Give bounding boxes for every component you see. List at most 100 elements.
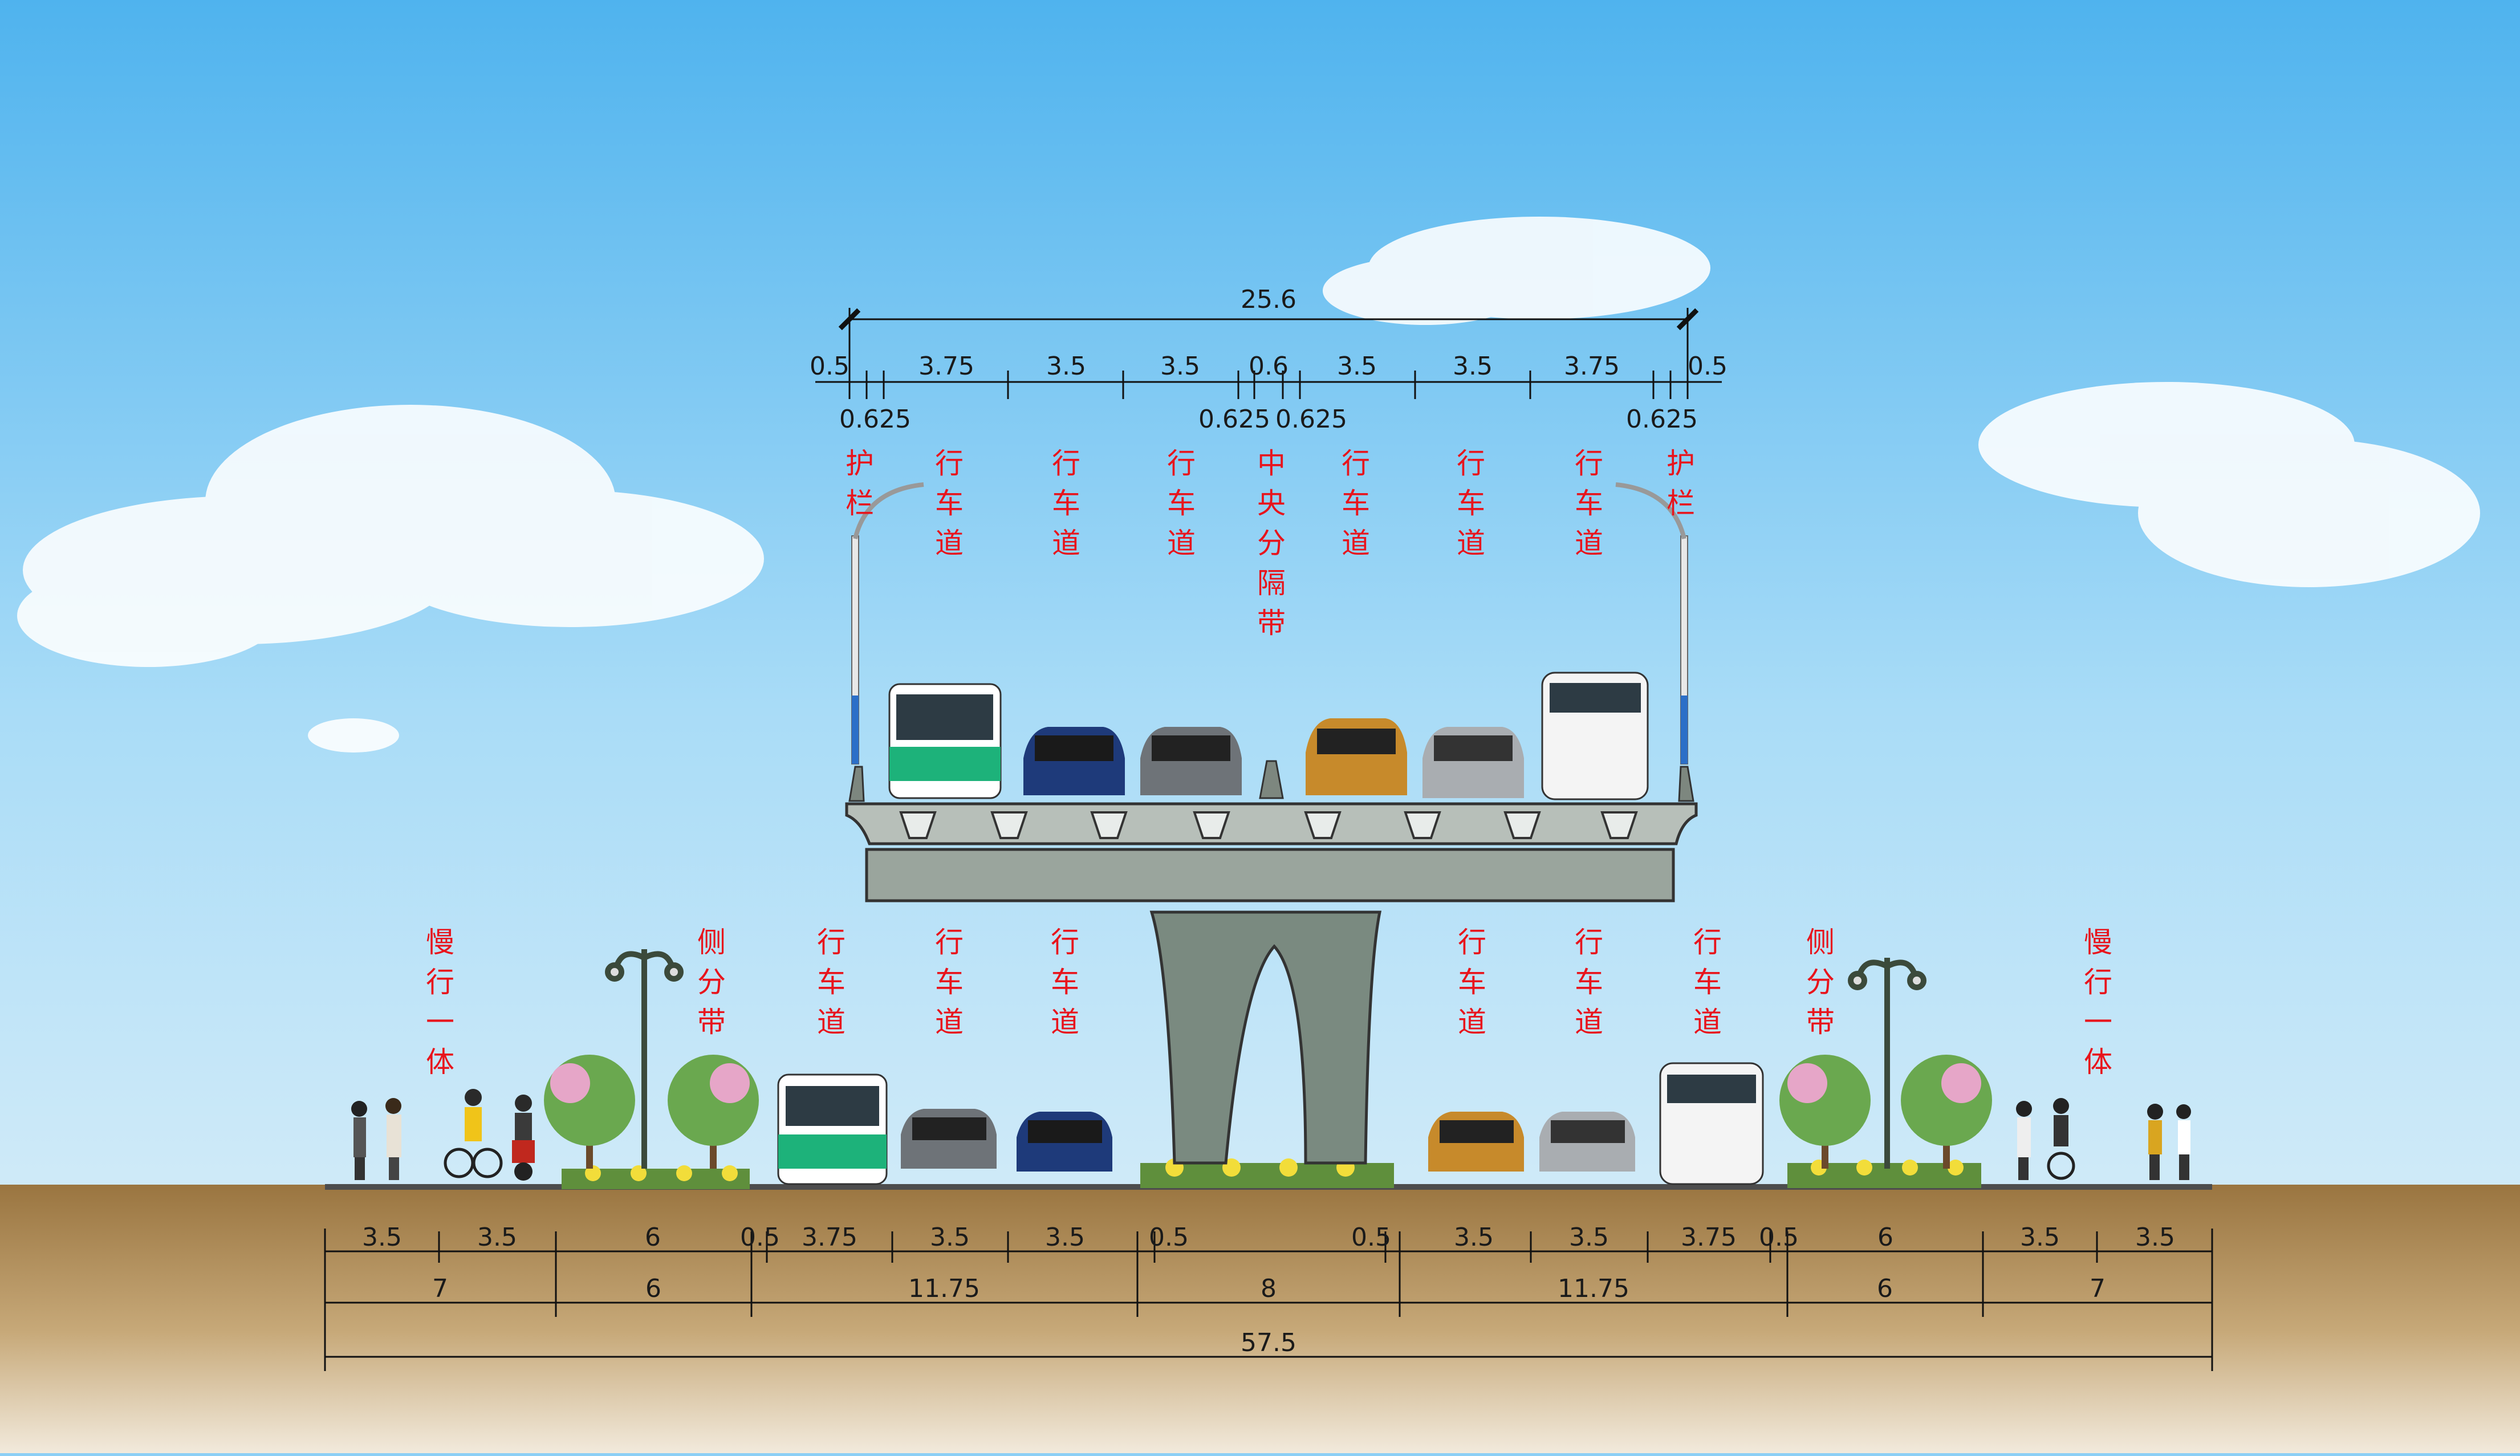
label-char: 行 (1342, 447, 1370, 480)
label-lane-upper-1: 行车道 (935, 447, 964, 560)
label-char: 道 (1342, 527, 1370, 560)
label-char: 侧 (1806, 926, 1835, 959)
label-char: 栏 (846, 487, 874, 520)
label-lane-upper-6: 行车道 (1575, 447, 1603, 560)
car-gold-icon (1306, 718, 1407, 795)
bridge-deck-beam (865, 848, 1675, 902)
dim-left-edge: 0.5 (810, 352, 850, 381)
label-side-divider-right: 侧分带 (1806, 926, 1835, 1039)
upper-dims-top: 0.5 3.75 3.5 3.5 0.6 3.5 3.5 3.75 0.5 (810, 352, 1728, 381)
label-char: 体 (426, 1046, 454, 1079)
dim-g4: 0.5 (740, 1223, 780, 1252)
label-side-divider-left: 侧分带 (697, 926, 726, 1039)
car-silver-icon (901, 1109, 997, 1169)
dim-lane-35-d: 3.5 (1453, 352, 1493, 381)
label-char: 车 (1342, 487, 1370, 520)
dim-r2-6: 6 (1877, 1274, 1893, 1303)
label-char: 车 (1575, 487, 1603, 520)
label-lane-upper-5: 行车道 (1457, 447, 1485, 560)
dim-g12: 3.75 (1681, 1223, 1737, 1252)
pedestrian-icon (2016, 1101, 2032, 1180)
label-lane-ground-2: 行车道 (935, 926, 964, 1039)
label-char: 道 (817, 1006, 846, 1039)
label-slow-left: 慢行一体 (426, 926, 454, 1079)
dim-g10: 3.5 (1454, 1223, 1494, 1252)
scooter-rider-icon (512, 1095, 535, 1181)
guardrail-right (1678, 766, 1694, 802)
ground-dims-row1: 3.5 3.5 6 0.5 3.75 3.5 3.5 0.5 0.5 3.5 3… (362, 1223, 2175, 1252)
dim-r2-5: 11.75 (1558, 1274, 1629, 1303)
dim-lane-35-a: 3.5 (1046, 352, 1086, 381)
dim-g6: 3.5 (930, 1223, 970, 1252)
car-blue-icon (1017, 1112, 1112, 1172)
dim-g2: 3.5 (477, 1223, 517, 1252)
side-divider-left (562, 1165, 750, 1189)
label-char: 道 (1693, 1006, 1722, 1039)
label-char: 道 (1051, 1006, 1079, 1039)
central-median-strip (1140, 1158, 1394, 1188)
cyclist-icon (2047, 1098, 2075, 1180)
dim-g8: 0.5 (1149, 1223, 1189, 1252)
dim-r2-1: 7 (432, 1274, 448, 1303)
upper-dims-bottom: 0.625 0.625 0.625 0.625 (839, 405, 1698, 434)
street-lamp-icon (851, 482, 924, 764)
label-char: 分 (697, 966, 726, 999)
label-char: 行 (2084, 966, 2112, 999)
label-char: 行 (817, 926, 846, 959)
dim-median: 0.6 (1249, 352, 1289, 381)
pedestrian-icon (2147, 1104, 2191, 1180)
ground-dims-row2: 7 6 11.75 8 11.75 6 7 (432, 1274, 2106, 1303)
dim-g11: 3.5 (1569, 1223, 1609, 1252)
dim-right-edge: 0.5 (1688, 352, 1728, 381)
label-char: 道 (1457, 527, 1485, 560)
dim-g7: 3.5 (1045, 1223, 1085, 1252)
label-char: 行 (1575, 447, 1603, 480)
label-char: 道 (1575, 1006, 1603, 1039)
label-char: 护 (1667, 447, 1695, 480)
tree-icon (668, 1055, 759, 1169)
label-char: 体 (2084, 1046, 2112, 1079)
ground-dimensions (324, 1229, 2213, 1371)
tree-icon (544, 1055, 635, 1169)
bridge-deck-slab (845, 802, 1698, 845)
label-char: 车 (1052, 487, 1080, 520)
ground-total-width: 57.5 (1241, 1328, 1296, 1357)
label-char: 隔 (1257, 567, 1286, 600)
label-char: 车 (1693, 966, 1722, 999)
label-lane-ground-4: 行车道 (1458, 926, 1486, 1039)
label-char: 车 (1051, 966, 1079, 999)
label-char: 一 (426, 1006, 454, 1039)
cyclist-icon (444, 1089, 503, 1178)
dim-g16: 3.5 (2135, 1223, 2175, 1252)
label-char: 栏 (1667, 487, 1695, 520)
label-slow-right: 慢行一体 (2084, 926, 2112, 1079)
dim-left-guard: 0.625 (839, 405, 911, 434)
label-char: 行 (1575, 926, 1603, 959)
label-char: 道 (1052, 527, 1080, 560)
car-silver-icon (1140, 727, 1242, 795)
bus-green-icon (888, 683, 1002, 799)
clouds (17, 217, 2480, 753)
street-lamp-icon (1848, 958, 1926, 1169)
label-lane-ground-1: 行车道 (817, 926, 846, 1039)
dim-lane-35-c: 3.5 (1337, 352, 1377, 381)
label-lane-ground-5: 行车道 (1575, 926, 1603, 1039)
dim-g13: 0.5 (1759, 1223, 1799, 1252)
upper-total-width: 25.6 (1241, 285, 1296, 314)
car-blue-icon (1023, 727, 1125, 795)
street-lamp-icon (605, 949, 684, 1169)
label-char: 行 (1693, 926, 1722, 959)
label-lane-upper-2: 行车道 (1052, 447, 1080, 560)
label-lane-ground-6: 行车道 (1693, 926, 1722, 1039)
label-char: 护 (846, 447, 874, 480)
label-median: 中央分隔带 (1257, 447, 1286, 640)
label-char: 车 (1457, 487, 1485, 520)
car-silver-icon (1422, 727, 1524, 798)
label-char: 车 (817, 966, 846, 999)
label-char: 行 (1457, 447, 1485, 480)
label-lane-upper-3: 行车道 (1167, 447, 1196, 560)
dim-g5: 3.75 (802, 1223, 857, 1252)
label-char: 车 (935, 487, 964, 520)
label-char: 车 (1458, 966, 1486, 999)
